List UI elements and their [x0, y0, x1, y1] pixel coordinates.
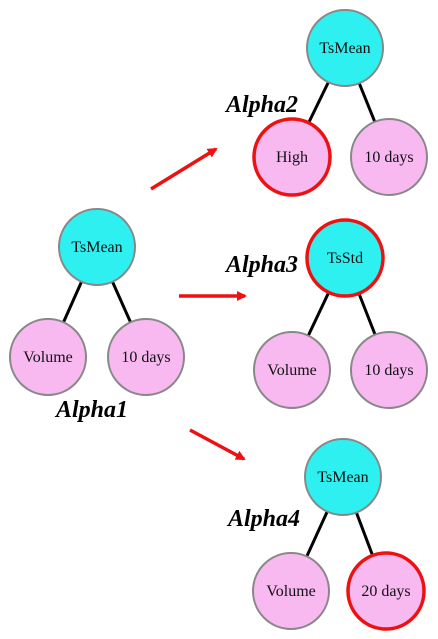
alpha2-root-text: TsMean	[319, 40, 370, 57]
alpha4-left-circle	[252, 552, 330, 630]
alpha4-label: Alpha4	[226, 506, 300, 532]
alpha1-label: Alpha1	[54, 397, 128, 423]
alpha4-root-text: TsMean	[317, 469, 368, 486]
alpha4-left-node: Volume	[252, 552, 330, 630]
alpha3-right-text: 10 days	[364, 362, 413, 379]
alpha3-root-node: TsStd	[305, 218, 385, 298]
alpha3-left-text: Volume	[267, 362, 316, 379]
alpha2-label: Alpha2	[224, 92, 298, 118]
alpha3-root-circle	[305, 218, 385, 298]
alpha2-right-circle	[350, 118, 428, 196]
alpha3-label: Alpha3	[224, 252, 298, 278]
arrow-alpha1-to-alpha2	[150, 147, 218, 191]
alpha2-right-text: 10 days	[364, 149, 413, 166]
alpha4-left-text: Volume	[266, 583, 315, 600]
alpha1-root-node: TsMean	[58, 208, 136, 286]
alpha2-left-circle	[252, 117, 332, 197]
alpha4-right-node: 20 days	[346, 551, 426, 631]
alpha4-root-circle	[304, 438, 382, 516]
alpha3-left-circle	[253, 331, 331, 409]
alpha2-right-node: 10 days	[350, 118, 428, 196]
alpha4-root-node: TsMean	[304, 438, 382, 516]
alpha3-left-node: Volume	[253, 331, 331, 409]
alpha1-left-text: Volume	[23, 349, 72, 366]
alpha1-right-circle	[107, 318, 185, 396]
alpha4-right-circle	[346, 551, 426, 631]
alpha1-left-node: Volume	[9, 318, 87, 396]
arrow-alpha1-to-alpha4	[189, 428, 246, 461]
alpha2-root-circle	[306, 9, 384, 87]
alpha3-root-text: TsStd	[327, 250, 363, 267]
alpha1-right-node: 10 days	[107, 318, 185, 396]
alpha2-root-node: TsMean	[306, 9, 384, 87]
alpha1-left-circle	[9, 318, 87, 396]
alpha4-right-text: 20 days	[361, 583, 410, 600]
alpha1-root-text: TsMean	[71, 239, 122, 256]
alpha2-left-text: High	[276, 149, 308, 166]
alpha1-right-text: 10 days	[121, 349, 170, 366]
alpha1-root-circle	[58, 208, 136, 286]
alpha3-right-circle	[350, 331, 428, 409]
alpha3-right-node: 10 days	[350, 331, 428, 409]
alpha2-left-node: High	[252, 117, 332, 197]
